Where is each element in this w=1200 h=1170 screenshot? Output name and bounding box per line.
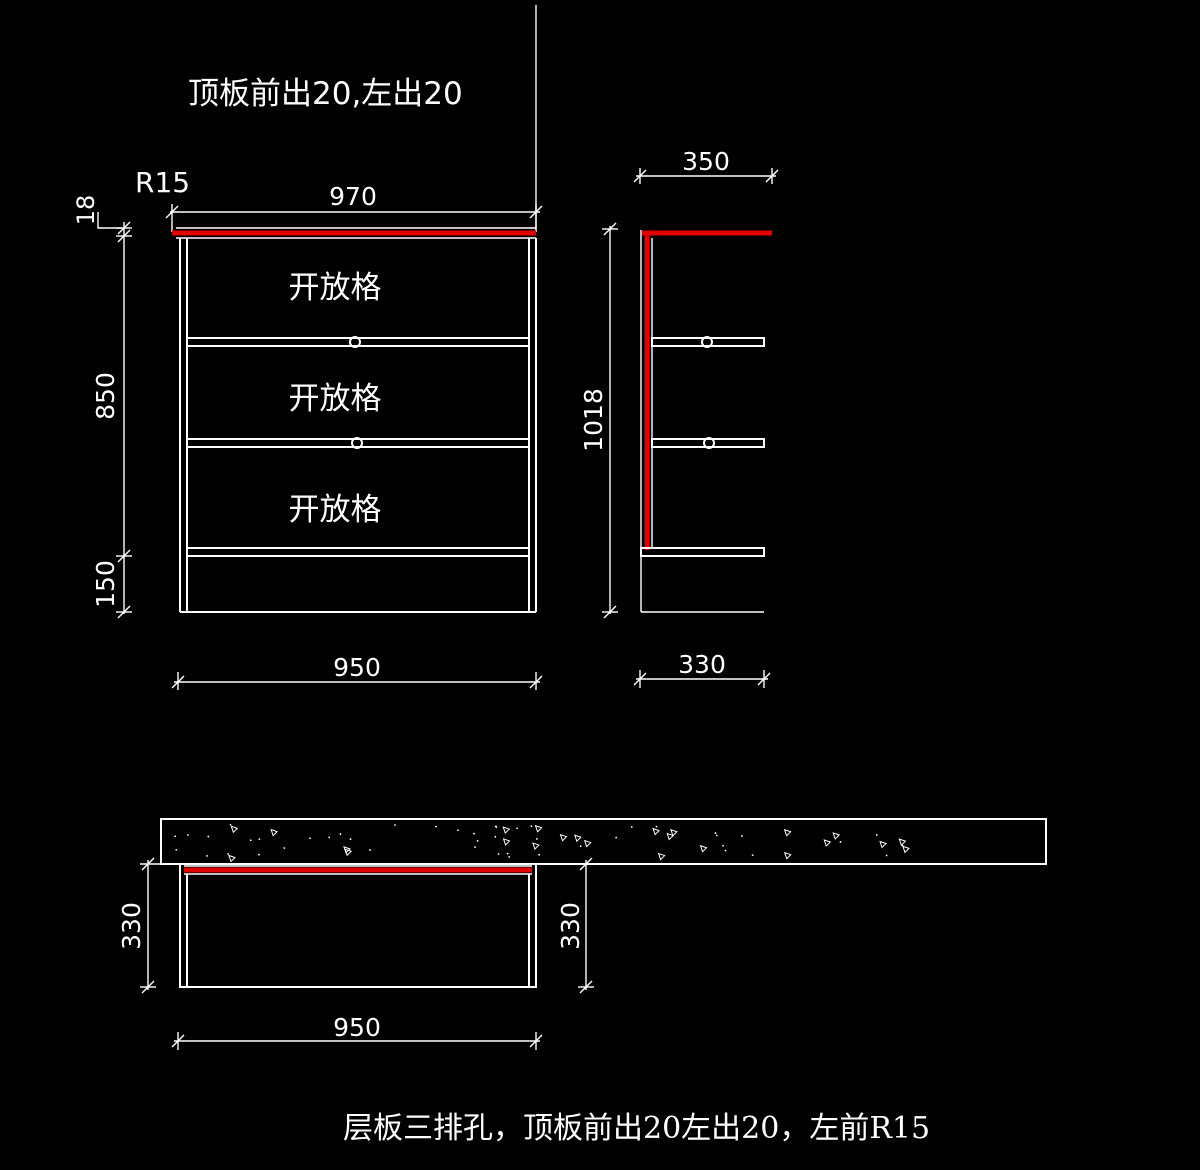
plan-cabinet-outline — [179, 863, 537, 988]
dimension-plan-depth-right — [578, 857, 594, 994]
dimension-text-bottom-width: 950 — [333, 653, 381, 682]
side-shelf-1 — [651, 337, 765, 347]
dimension-side-depth-bottom: 330 — [633, 650, 771, 688]
side-shelf-3 — [640, 547, 765, 557]
dimension-text-top-width: 970 — [329, 182, 377, 211]
front-elevation: 顶板前出20,左出20 R15 970 — [72, 5, 543, 690]
bottom-note: 层板三排孔，顶板前出20左出20，左前R15 — [343, 1111, 930, 1146]
compartment-label-1: 开放格 — [289, 270, 382, 306]
dimension-bottom-width: 950 — [171, 653, 543, 690]
radius-label: R15 — [135, 166, 190, 199]
dimension-text-side-depth-bottom: 330 — [678, 650, 726, 679]
dimension-text-side-height: 1018 — [579, 388, 608, 452]
shelf-2 — [186, 438, 530, 448]
countertop-slab — [160, 818, 1047, 865]
concrete-hatch — [174, 823, 910, 863]
shelf-pin-hole — [349, 336, 361, 348]
shelf-pin-hole — [701, 336, 713, 348]
shelf-pin-hole — [351, 437, 363, 449]
side-shelf-2 — [651, 438, 765, 448]
dimension-plan-width: 950 — [171, 1013, 543, 1050]
dimension-text-top-thickness: 18 — [72, 195, 100, 226]
dimension-left-vertical — [97, 212, 132, 619]
top-note: 顶板前出20,左出20 — [188, 76, 463, 112]
compartment-label-2: 开放格 — [289, 381, 382, 417]
dimension-plan-depth-left — [140, 857, 176, 994]
shelf-pin-hole — [703, 437, 715, 449]
plan-view: 330 330 950 — [117, 818, 1047, 1050]
dimension-side-depth-top: 350 — [633, 147, 779, 184]
dimension-text-plan-width: 950 — [333, 1013, 381, 1042]
dimension-text-plan-depth-right: 330 — [556, 902, 585, 950]
dimension-top-width: 970 — [165, 182, 543, 232]
dimension-text-body-height: 850 — [91, 372, 120, 420]
shelf-3 — [186, 547, 530, 557]
dimension-text-plan-depth-left: 330 — [117, 902, 146, 950]
dimension-text-side-depth-top: 350 — [682, 147, 730, 176]
dimension-side-height — [602, 222, 618, 619]
compartment-label-3: 开放格 — [289, 492, 382, 528]
cabinet-body — [179, 238, 537, 613]
dimension-text-plinth-height: 150 — [91, 560, 120, 608]
side-elevation: 350 1018 330 — [579, 147, 779, 688]
